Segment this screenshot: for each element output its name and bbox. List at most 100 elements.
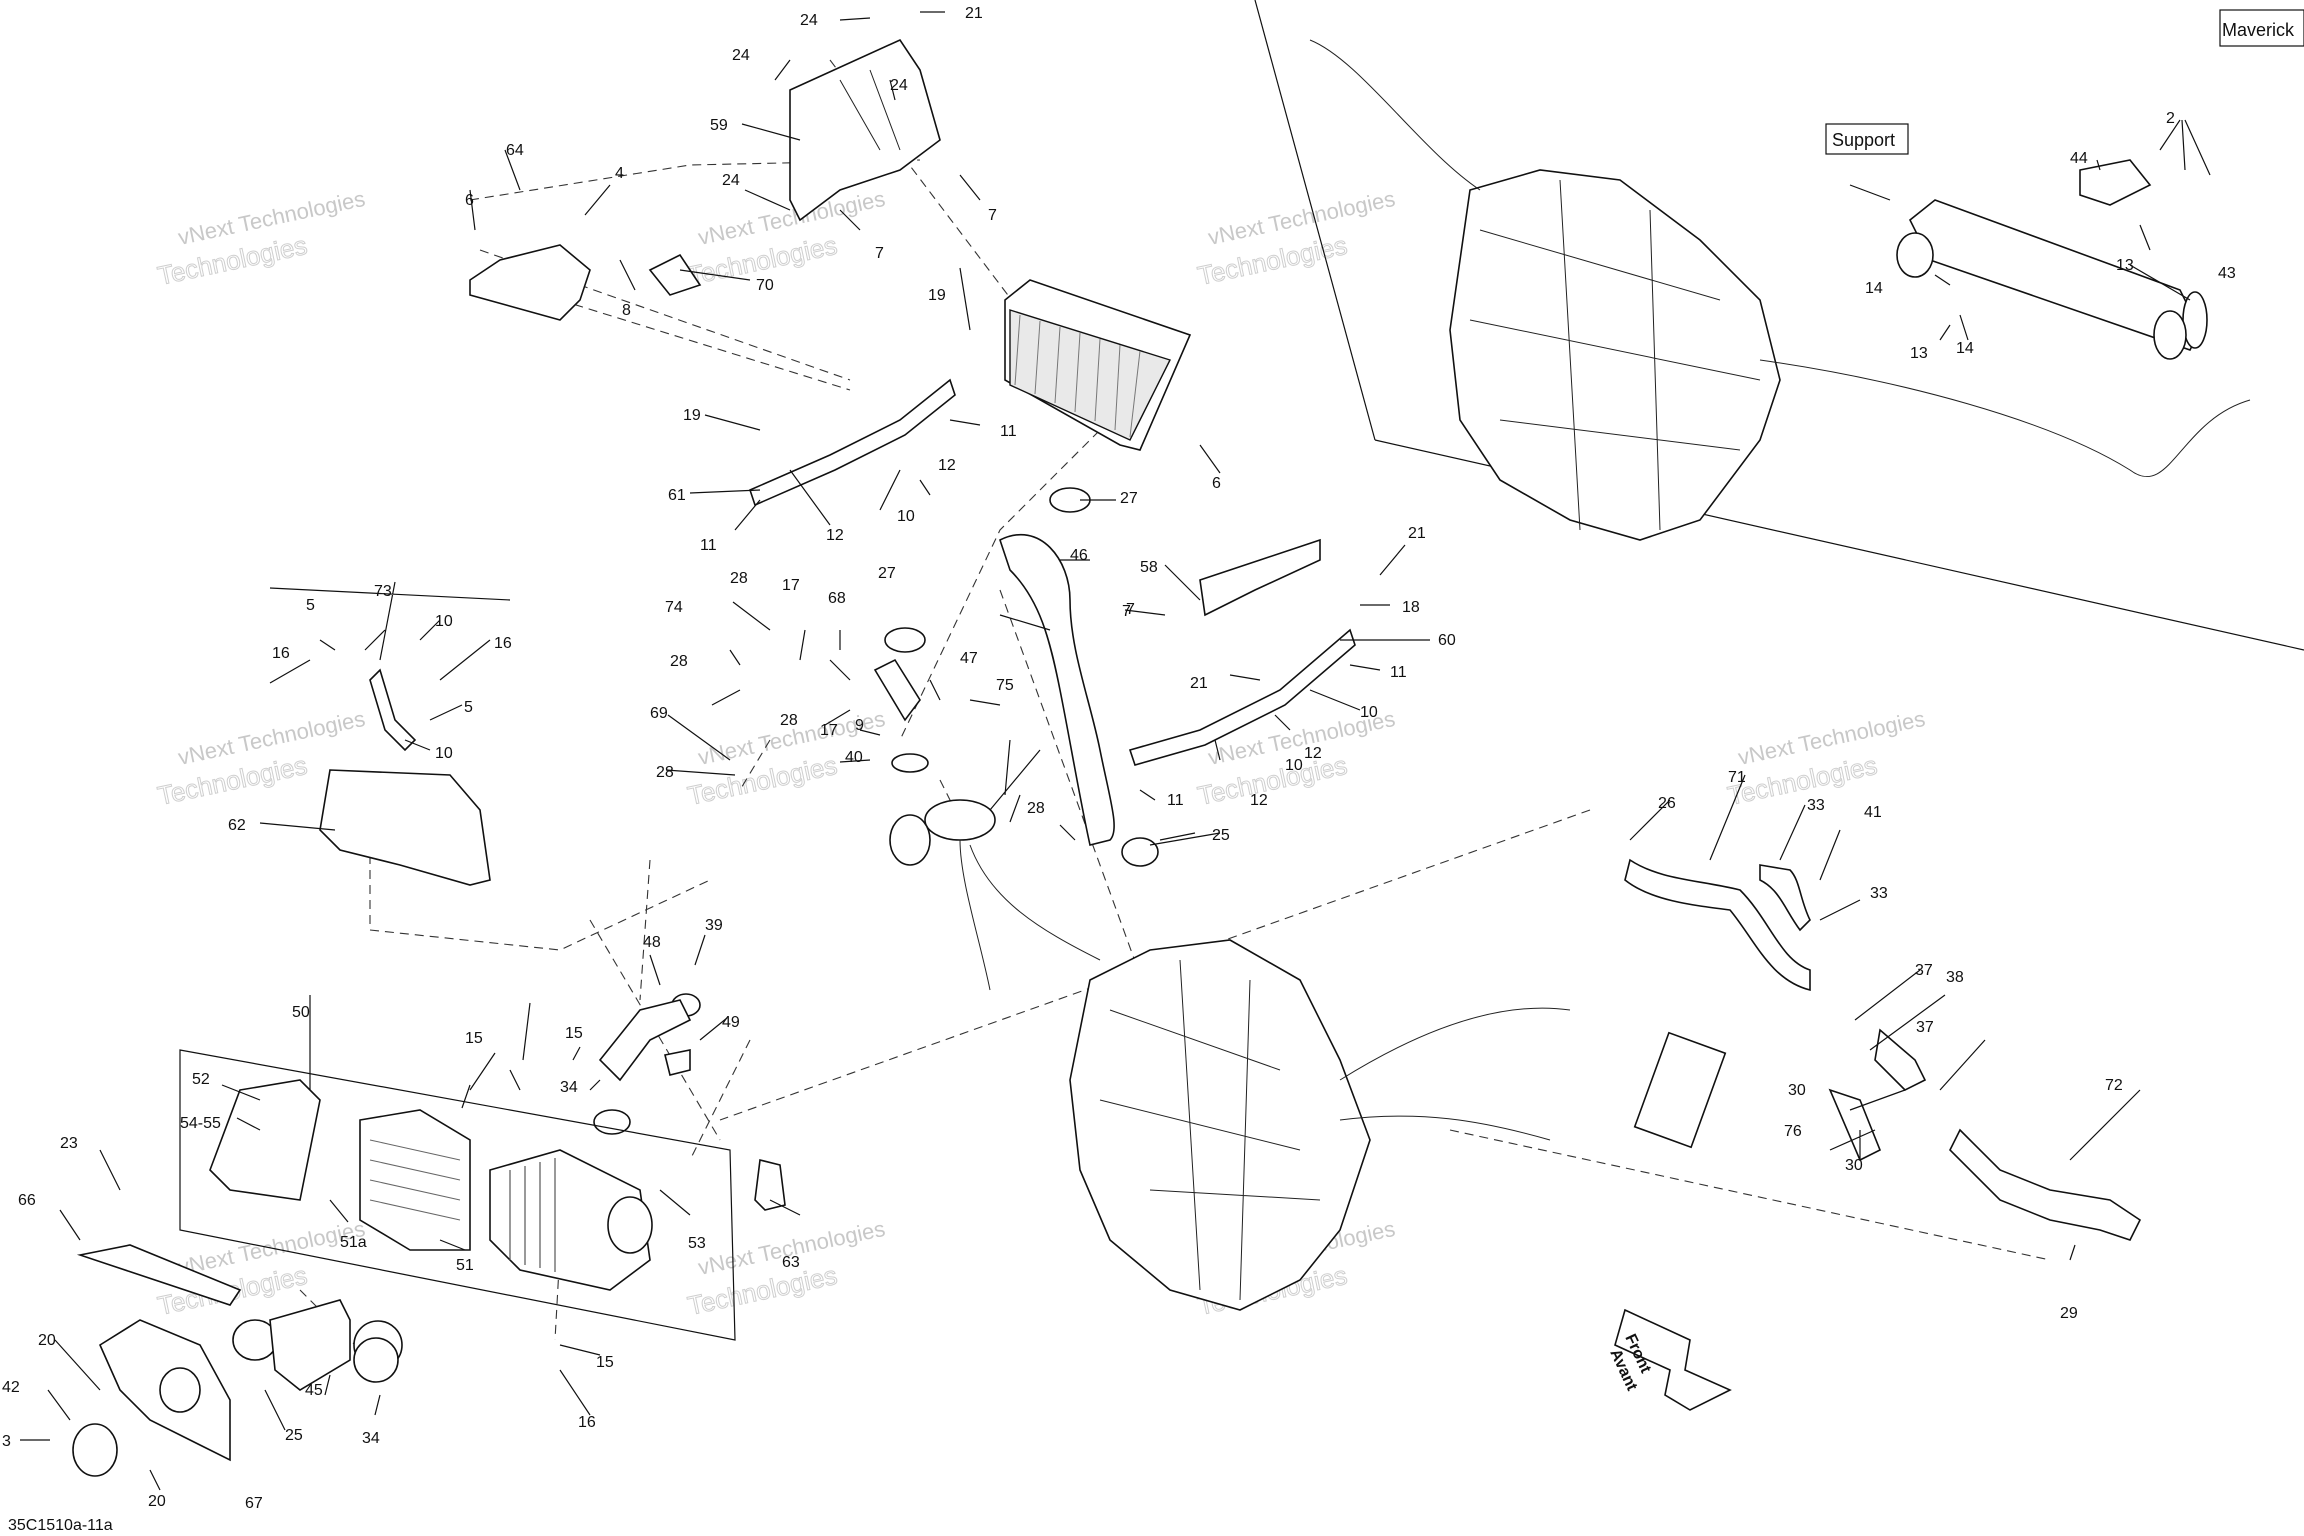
callout: 24 <box>800 12 818 29</box>
callout: 66 <box>18 1192 36 1209</box>
callout: 9 <box>855 717 864 734</box>
callout: 60 <box>1438 632 1456 649</box>
callout: 45 <box>305 1382 323 1399</box>
callout: 63 <box>782 1254 800 1271</box>
callout: 59 <box>710 117 728 134</box>
callout: 12 <box>1304 745 1322 762</box>
callout: 10 <box>1360 704 1378 721</box>
callout: 69 <box>650 705 668 722</box>
hose-48 <box>598 999 692 1082</box>
hose-45 <box>269 1299 351 1391</box>
callout: 20 <box>38 1332 56 1349</box>
callout: 23 <box>60 1135 78 1152</box>
callout: 25 <box>285 1427 303 1444</box>
callout: 51a <box>340 1234 367 1251</box>
callout: 25 <box>1212 827 1230 844</box>
callout: 39 <box>705 917 723 934</box>
callout: 74 <box>665 599 683 616</box>
callout: 68 <box>828 590 846 607</box>
callout: 8 <box>622 302 631 319</box>
callout: 67 <box>245 1495 263 1512</box>
callout: 64 <box>506 142 524 159</box>
callout: 21 <box>1190 675 1208 692</box>
callout: 40 <box>845 749 863 766</box>
callout: 15 <box>565 1025 583 1042</box>
leader-lines <box>20 11 2211 1491</box>
callout: 17 <box>782 577 800 594</box>
callout: 4 <box>615 165 624 182</box>
callout: 10 <box>897 508 915 525</box>
intercooler <box>1004 279 1192 451</box>
callout: 24 <box>890 77 908 94</box>
callout: 71 <box>1728 769 1746 786</box>
callout: 37 <box>1915 962 1933 979</box>
callout: 75 <box>996 677 1014 694</box>
callout: 7 <box>1122 603 1131 620</box>
callout: 70 <box>756 277 774 294</box>
callout: 2 <box>2166 110 2175 127</box>
callout: 28 <box>730 570 748 587</box>
callout: 18 <box>1402 599 1420 616</box>
callout: 26 <box>1658 795 1676 812</box>
callout: 16 <box>578 1414 596 1431</box>
hose-46 <box>999 533 1115 846</box>
brackets-lower-left <box>72 1244 242 1477</box>
callout: 11 <box>700 537 717 554</box>
callout: 6 <box>1212 475 1221 492</box>
callout: 10 <box>1285 757 1303 774</box>
callout: 51 <box>456 1257 474 1274</box>
callout: 19 <box>928 287 946 304</box>
callout: 11 <box>1167 792 1184 809</box>
callout: 24 <box>732 47 750 64</box>
model-label: Maverick <box>2222 20 2295 40</box>
callout: 6 <box>465 192 474 209</box>
callout: 12 <box>1250 792 1268 809</box>
callout: 10 <box>435 745 453 762</box>
callout: 17 <box>820 722 838 739</box>
callout: 62 <box>228 817 246 834</box>
callout: 28 <box>780 712 798 729</box>
callout: 53 <box>688 1235 706 1252</box>
callout: 13 <box>2116 257 2134 274</box>
turbocharger <box>889 799 1101 991</box>
callout: 34 <box>362 1430 380 1447</box>
callout: 14 <box>1865 280 1883 297</box>
callout: 24 <box>722 172 740 189</box>
callout: 49 <box>722 1014 740 1031</box>
callout: 42 <box>2 1379 20 1396</box>
callout: 21 <box>1408 525 1426 542</box>
callout: 73 <box>374 583 392 600</box>
engine-inset <box>1309 39 2251 541</box>
callout: 7 <box>875 245 884 262</box>
callout: 12 <box>826 527 844 544</box>
callout: 47 <box>960 650 978 667</box>
callout: 28 <box>670 653 688 670</box>
callout: 46 <box>1070 547 1088 564</box>
callout: 15 <box>465 1030 483 1047</box>
callout: 19 <box>683 407 701 424</box>
callout: 44 <box>2070 150 2088 167</box>
callout: 48 <box>643 934 661 951</box>
clamps <box>232 487 1159 1383</box>
airbox-assembly <box>179 1049 786 1341</box>
callout: 14 <box>1956 340 1974 357</box>
callout: 61 <box>668 487 686 504</box>
upper-bracket <box>789 38 941 222</box>
figure-code: 35C1510a-11a <box>8 1517 113 1534</box>
coolant-hoses <box>1624 858 2142 1241</box>
callout: 13 <box>1910 345 1928 362</box>
callout: 37 <box>1916 1019 1934 1036</box>
support-label: Support <box>1832 130 1895 150</box>
callout: 16 <box>272 645 290 662</box>
callout: 43 <box>2218 265 2236 282</box>
callout: 7 <box>1126 601 1135 618</box>
bracket-73 <box>369 668 417 752</box>
callout: 54-55 <box>180 1115 221 1132</box>
callout: 33 <box>1807 797 1825 814</box>
callout: 27 <box>878 565 896 582</box>
heat-shield-62 <box>319 769 491 886</box>
callout: 28 <box>1027 800 1045 817</box>
callout: 30 <box>1845 1157 1863 1174</box>
callout: 15 <box>596 1354 614 1371</box>
